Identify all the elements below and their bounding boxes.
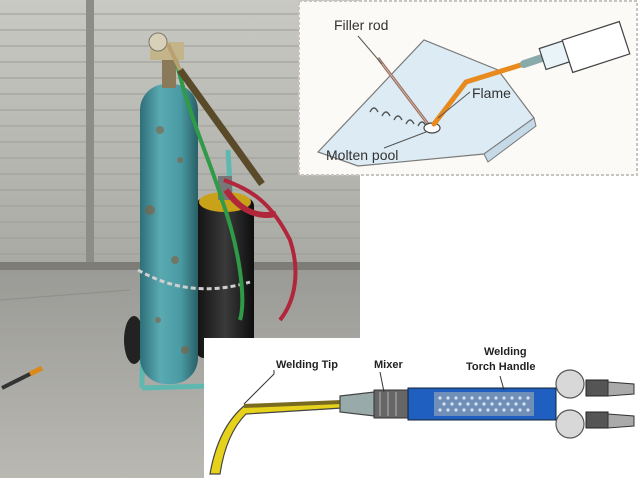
acetylene-hose (223, 178, 298, 322)
handle-label-line2: Torch Handle (466, 361, 535, 373)
acetylene-valve-knob (555, 409, 585, 439)
regulator-gauge-icon (148, 32, 168, 52)
gas-welding-diagram-graphic: Filler rod Flame Molten pool (298, 0, 638, 176)
trolley-wheel (124, 316, 144, 364)
filler-rod-label: Filler rod (334, 17, 388, 33)
molten-pool-label: Molten pool (326, 147, 398, 163)
oxygen-hose (174, 59, 245, 321)
welding-torch-diagram: Welding Tip Mixer Welding Torch Handle (204, 338, 638, 478)
acetylene-cylinder (196, 198, 254, 358)
oxygen-cylinder (140, 84, 198, 384)
handle-label-line1: Welding (484, 346, 527, 358)
shutter-rail (86, 0, 94, 268)
welding-torch-diagram-graphic: Welding Tip Mixer Welding Torch Handle (204, 338, 638, 478)
oxygen-valve (162, 60, 176, 88)
safety-chain (137, 268, 251, 291)
oxygen-valve-knob (555, 369, 585, 399)
gas-welding-diagram: Filler rod Flame Molten pool (298, 0, 638, 176)
flame (431, 61, 527, 127)
welding-torch (177, 67, 265, 187)
cylinder-rust (145, 126, 189, 354)
mixer-label: Mixer (374, 359, 403, 371)
flame-label: Flame (472, 85, 511, 101)
torch-body (561, 20, 631, 74)
hose-connectors (585, 379, 609, 429)
welding-tip-label: Welding Tip (276, 359, 338, 371)
